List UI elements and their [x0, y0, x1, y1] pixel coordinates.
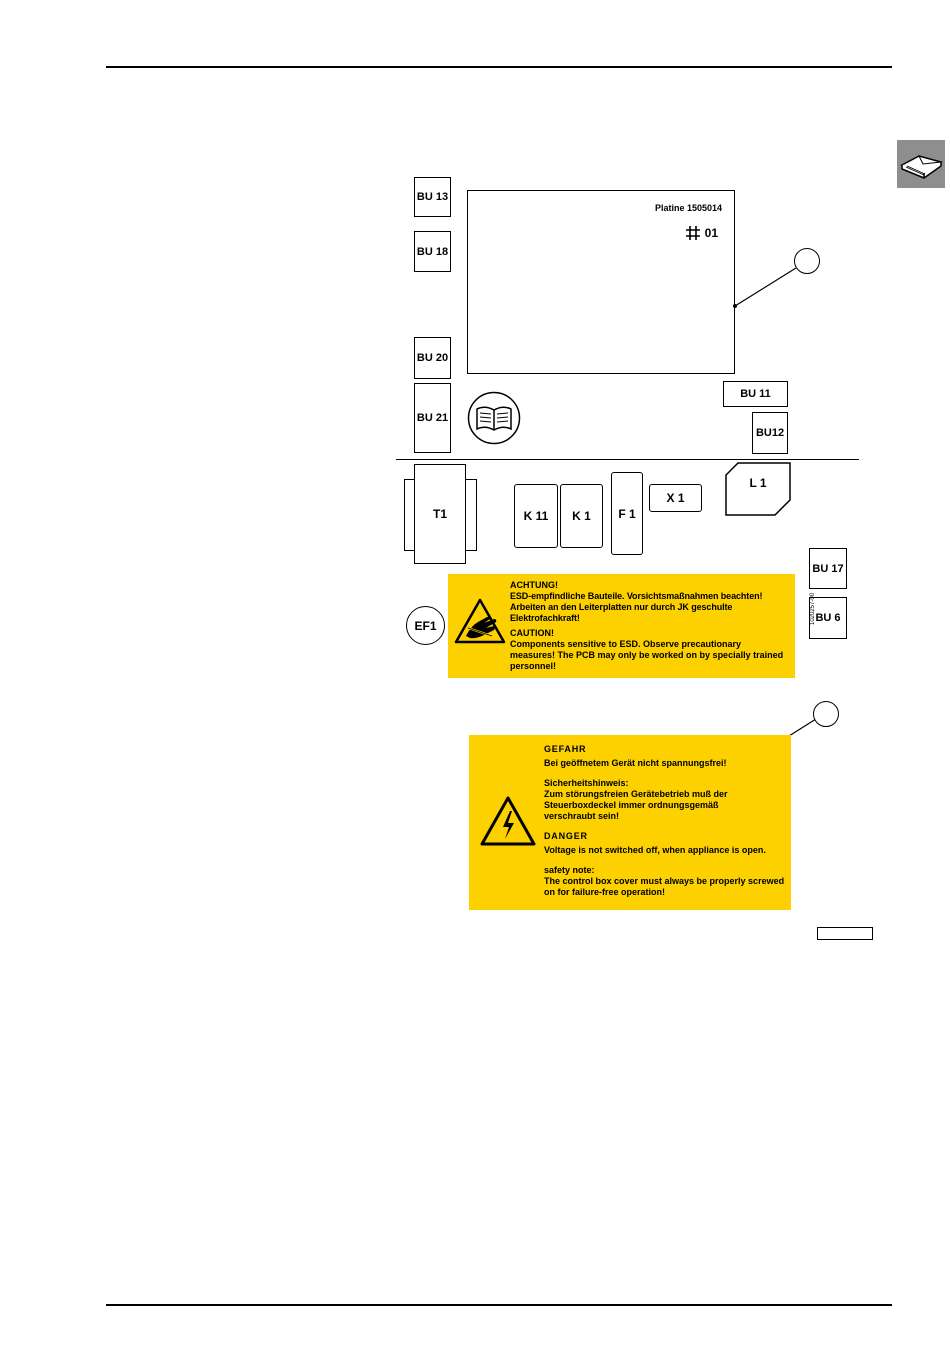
- connector-bu12: BU12: [752, 412, 788, 454]
- esd-heading-de: ACHTUNG!: [510, 580, 558, 590]
- book-icon: [900, 155, 943, 179]
- callout-circle-label: [813, 701, 839, 727]
- component-k1: K 1: [560, 484, 603, 548]
- hash-icon: [685, 226, 700, 240]
- esd-text-de: ESD-empfindliche Bauteile. Vorsichtsmaßn…: [510, 591, 763, 623]
- top-rule: [106, 66, 892, 68]
- connector-bu20: BU 20: [414, 337, 451, 379]
- pcb-title: Platine 1505014: [654, 203, 722, 213]
- part-number: 1020257-00: [810, 592, 816, 625]
- bottom-rule: [106, 1304, 892, 1306]
- safety-text-en: The control box cover must always be pro…: [544, 876, 785, 897]
- esd-text-en: Components sensitive to ESD. Observe pre…: [510, 639, 784, 671]
- esd-warning-label: ACHTUNG! ESD-empfindliche Bauteile. Vors…: [448, 574, 795, 678]
- pcb-code: 01: [685, 225, 718, 241]
- divider-line: [396, 459, 859, 460]
- component-f1: F 1: [611, 472, 643, 555]
- esd-heading-en: CAUTION!: [510, 628, 554, 638]
- pcb-code-text: 01: [704, 226, 718, 240]
- pcb-board: Platine 1505014 01: [467, 190, 735, 374]
- connector-bu18: BU 18: [414, 231, 451, 272]
- danger-text-en: Voltage is not switched off, when applia…: [544, 845, 766, 855]
- reference-box: [817, 927, 873, 940]
- component-l1-shape: [725, 462, 791, 516]
- manual-book-icon: [467, 391, 521, 445]
- connector-bu11: BU 11: [723, 381, 788, 407]
- component-ef1: EF1: [406, 606, 445, 645]
- danger-text-de: Bei geöffnetem Gerät nicht spannungsfrei…: [544, 758, 727, 768]
- safety-heading-de: Sicherheitshinweis:: [544, 778, 629, 788]
- component-k11: K 11: [514, 484, 558, 548]
- safety-heading-en: safety note:: [544, 865, 595, 875]
- high-voltage-icon: [480, 796, 536, 846]
- connector-bu21: BU 21: [414, 383, 451, 453]
- connector-bu13: BU 13: [414, 177, 451, 217]
- danger-heading-de: GEFAHR: [544, 744, 587, 754]
- component-l1: L 1: [749, 476, 767, 490]
- section-tab[interactable]: [897, 140, 945, 188]
- safety-text-de: Zum störungsfreien Gerätebetrieb muß der…: [544, 789, 728, 821]
- danger-heading-en: DANGER: [544, 831, 588, 841]
- esd-hand-icon: [454, 598, 506, 644]
- connector-bu6: BU 6: [809, 597, 847, 639]
- callout-circle-board: [794, 248, 820, 274]
- connector-bu17: BU 17: [809, 548, 847, 589]
- component-t1: T1: [414, 464, 466, 564]
- component-x1: X 1: [649, 484, 702, 512]
- danger-warning-label: GEFAHR Bei geöffnetem Gerät nicht spannu…: [469, 735, 791, 910]
